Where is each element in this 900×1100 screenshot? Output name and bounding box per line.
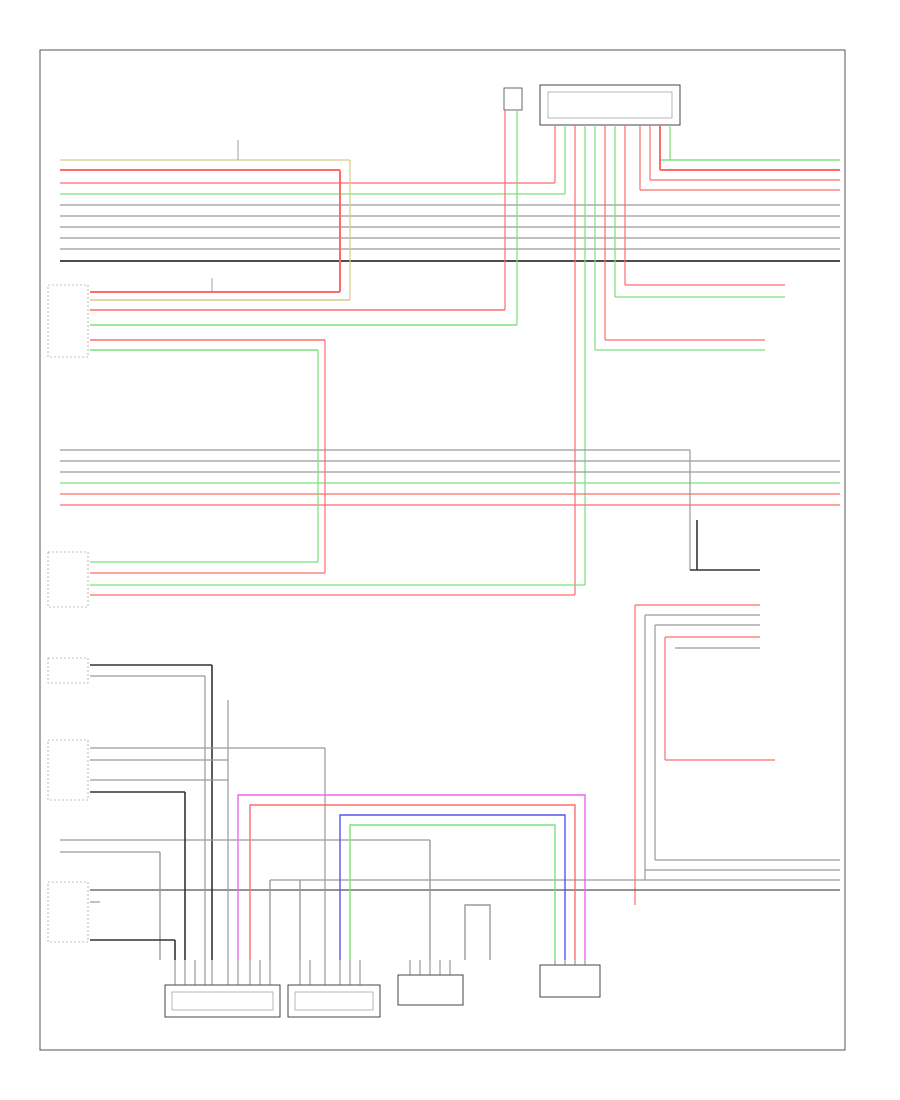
diagram-frame [39, 49, 846, 1051]
bottom-connector-2 [287, 984, 381, 1018]
right-connector-1 [595, 284, 785, 351]
middle-harness [60, 449, 840, 571]
left-connector-5 [47, 881, 176, 960]
right-lower-connector [90, 604, 840, 905]
left-connector-4 [47, 700, 430, 960]
top-module [539, 84, 681, 126]
bottom-connector-1 [164, 984, 281, 1018]
upper-harness [60, 159, 840, 262]
left-connector-2 [47, 340, 585, 608]
left-connector-1 [47, 284, 517, 358]
top-relay [503, 87, 523, 111]
bottom-loops [159, 794, 586, 960]
bottom-connector-3 [397, 974, 464, 1006]
bottom-connector-5 [539, 964, 601, 998]
pin-stubs [174, 960, 586, 985]
left-connector-3 [47, 657, 213, 960]
module-drops [504, 110, 671, 595]
